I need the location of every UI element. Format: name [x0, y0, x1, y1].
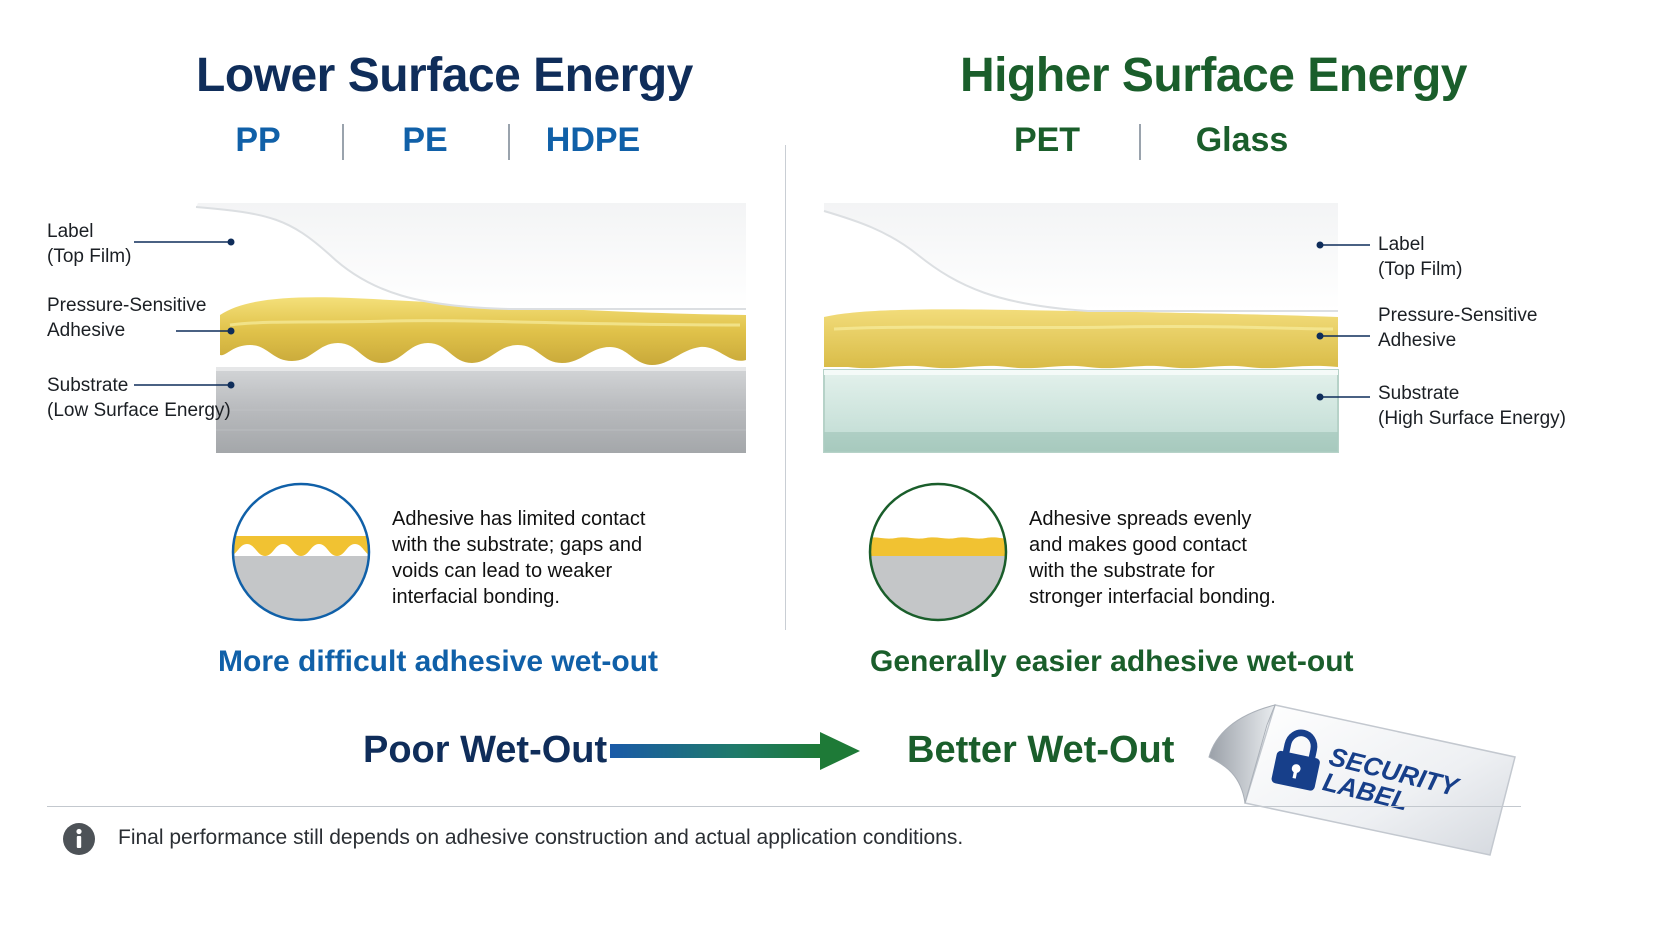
material-separator: [1139, 124, 1141, 160]
right-title: Higher Surface Energy: [960, 49, 1468, 102]
material-pet: PET: [1013, 121, 1081, 159]
right-wetout-caption: Generally easier adhesive wet-out: [870, 645, 1354, 678]
info-icon: [63, 823, 95, 855]
left-description: Adhesive has limited contact with the su…: [392, 508, 646, 608]
material-pp: PP: [235, 121, 281, 159]
right-callout-substrate: Substrate (High Surface Energy): [1378, 383, 1566, 429]
right-description: Adhesive spreads evenly and makes good c…: [1029, 508, 1276, 608]
footer-note: Final performance still depends on adhes…: [118, 826, 964, 849]
material-pe: PE: [402, 121, 448, 159]
left-wetout-caption: More difficult adhesive wet-out: [218, 645, 659, 678]
material-separator: [342, 124, 344, 160]
substrate-metal-block: [216, 367, 746, 453]
right-callout-label: Label (Top Film): [1378, 234, 1463, 280]
material-hdpe: HDPE: [545, 121, 641, 159]
left-title: Lower Surface Energy: [196, 49, 693, 102]
right-detail-circle: [868, 482, 1008, 622]
lock-icon: [1271, 729, 1320, 791]
left-layer-illustration: [195, 203, 746, 453]
left-callout-lines: [134, 238, 235, 389]
arrow-right-icon: [610, 732, 860, 770]
adhesive-layer-even: [824, 309, 1338, 369]
substrate-glass-block: [823, 369, 1339, 453]
right-callout-lines: [1316, 241, 1370, 401]
label-film: [823, 203, 1338, 312]
security-label-badge: SECURITY LABEL: [1205, 695, 1525, 865]
material-glass: Glass: [1195, 121, 1289, 159]
material-separator: [508, 124, 510, 160]
left-callout-adhesive: Pressure-Sensitive Adhesive: [47, 295, 207, 341]
better-wetout-label: Better Wet-Out: [907, 729, 1175, 771]
right-callout-adhesive: Pressure-Sensitive Adhesive: [1378, 305, 1538, 351]
label-film: [195, 203, 746, 310]
left-detail-circle: [231, 482, 371, 622]
center-divider: [785, 145, 786, 630]
footer-divider: [47, 806, 1521, 807]
left-callout-substrate: Substrate (Low Surface Energy): [47, 375, 231, 421]
right-layer-illustration: [823, 203, 1339, 453]
poor-wetout-label: Poor Wet-Out: [363, 729, 608, 771]
adhesive-layer-voids: [220, 297, 746, 365]
left-callout-label: Label (Top Film): [47, 221, 132, 267]
